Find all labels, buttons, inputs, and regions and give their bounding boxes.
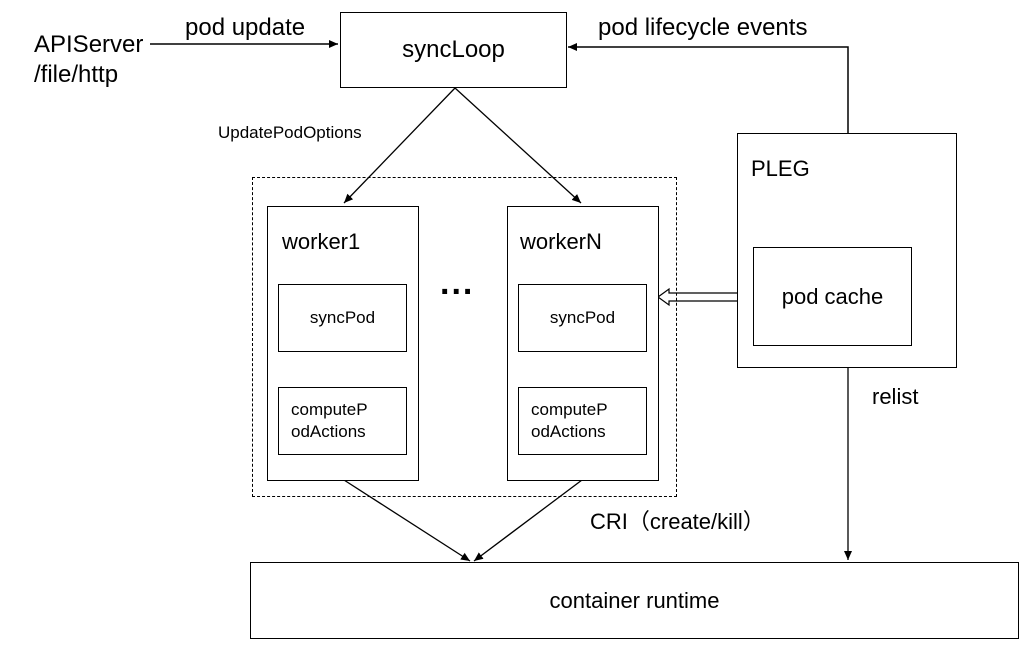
syncpod-label: syncPod [309, 308, 376, 327]
relist-label: relist [872, 384, 919, 409]
syncloop-box: syncLoop [340, 12, 567, 88]
source-label-line1: APIServer [34, 31, 144, 58]
source-label-line2: /file/http [34, 61, 119, 88]
pod-cache-label: pod cache [781, 283, 884, 309]
compute-label-line2: odActions [531, 422, 606, 441]
worker-title: worker1 [282, 229, 361, 254]
arrow-worker1-to-runtime [343, 479, 471, 562]
compute-label-line1: computeP [291, 399, 368, 419]
syncpod-box-n: syncPod [518, 284, 647, 352]
arrow-pod-lifecycle-events [568, 43, 849, 133]
compute-label-line2: odActions [291, 422, 366, 441]
container-runtime-label: container runtime [549, 587, 720, 613]
pod-cache-box: pod cache [753, 247, 912, 346]
arrow-syncloop-to-worker1 [343, 87, 456, 204]
ellipsis: ... [440, 264, 475, 302]
compute-label-line1: computeP [531, 399, 608, 419]
pleg-title: PLEG [751, 156, 810, 181]
container-runtime-box: container runtime [250, 562, 1019, 639]
worker-group [252, 177, 677, 497]
pod-update-label: pod update [185, 14, 306, 41]
syncpod-label: syncPod [549, 308, 616, 327]
pod-lifecycle-events-label: pod lifecycle events [598, 14, 808, 41]
compute-pod-actions-box-n: computeP odActions [518, 387, 647, 455]
arrow-syncloop-to-workern [454, 87, 582, 204]
update-pod-options-label: UpdatePodOptions [218, 123, 362, 142]
arrow-workern-to-runtime [473, 479, 583, 562]
syncpod-box-1: syncPod [278, 284, 407, 352]
syncloop-label: syncLoop [402, 36, 505, 63]
cri-label: CRI（create/kill） [590, 509, 765, 534]
compute-pod-actions-box-1: computeP odActions [278, 387, 407, 455]
worker-title: workerN [520, 229, 602, 254]
